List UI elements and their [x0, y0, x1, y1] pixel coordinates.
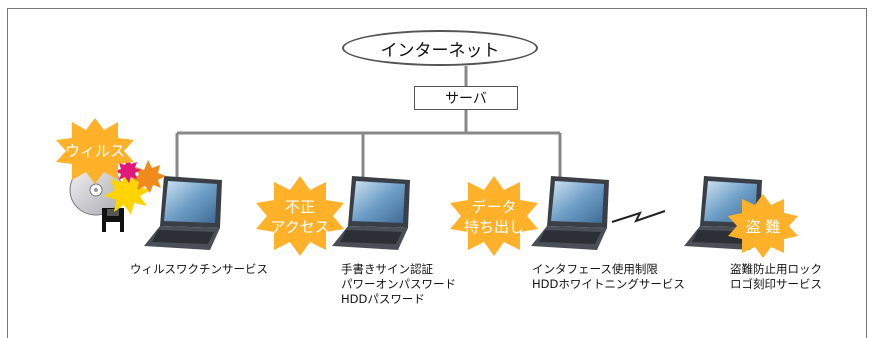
diagram-frame: [7, 8, 867, 338]
virus-burst-magenta: [115, 158, 141, 183]
leak-threat-label-2: 持ち出し: [464, 218, 524, 236]
leak-threat-burst: [450, 176, 538, 256]
service-line: インタフェース使用制限: [532, 262, 658, 276]
wireless-link-icon: [611, 210, 666, 223]
service-line: 盗難防止用ロック: [730, 262, 822, 276]
virus-threat-burst: [56, 118, 134, 184]
virus-service-label: ウィルスワクチンサービス: [130, 262, 268, 277]
access-threat-label-1: 不正: [285, 198, 315, 216]
service-line: ロゴ刻印サービス: [730, 277, 822, 291]
service-line: HDDホワイトニングサービス: [532, 277, 685, 291]
floppy-disk-icon: [102, 208, 124, 232]
laptop-icon-3: [531, 176, 609, 250]
server-node: サーバ: [414, 86, 518, 110]
virus-threat-label: ウィルス: [65, 142, 125, 160]
service-line: HDDパスワード: [341, 292, 425, 306]
service-line: ウィルスワクチンサービス: [130, 262, 268, 276]
service-line: 手書きサイン認証: [341, 262, 433, 276]
access-threat-burst: [256, 176, 344, 256]
leak-service-label: インタフェース使用制限 HDDホワイトニングサービス: [532, 262, 685, 292]
laptop-icon-1: [144, 176, 222, 250]
cd-disc-icon: [69, 164, 123, 216]
theft-threat-label: 盗 難: [746, 218, 781, 236]
internet-node: インターネット: [342, 30, 538, 66]
theft-service-label: 盗難防止用ロック ロゴ刻印サービス: [730, 262, 822, 292]
leak-threat-label-1: データ: [471, 198, 516, 216]
server-label: サーバ: [445, 91, 487, 107]
theft-threat-burst: [728, 194, 798, 258]
service-line: パワーオンパスワード: [341, 277, 456, 291]
access-threat-label-2: アクセス: [270, 218, 329, 236]
internet-label: インターネット: [380, 40, 500, 61]
laptop-icon-2: [332, 176, 410, 250]
virus-burst-orange: [131, 160, 166, 193]
access-service-label: 手書きサイン認証 パワーオンパスワード HDDパスワード: [341, 262, 456, 307]
